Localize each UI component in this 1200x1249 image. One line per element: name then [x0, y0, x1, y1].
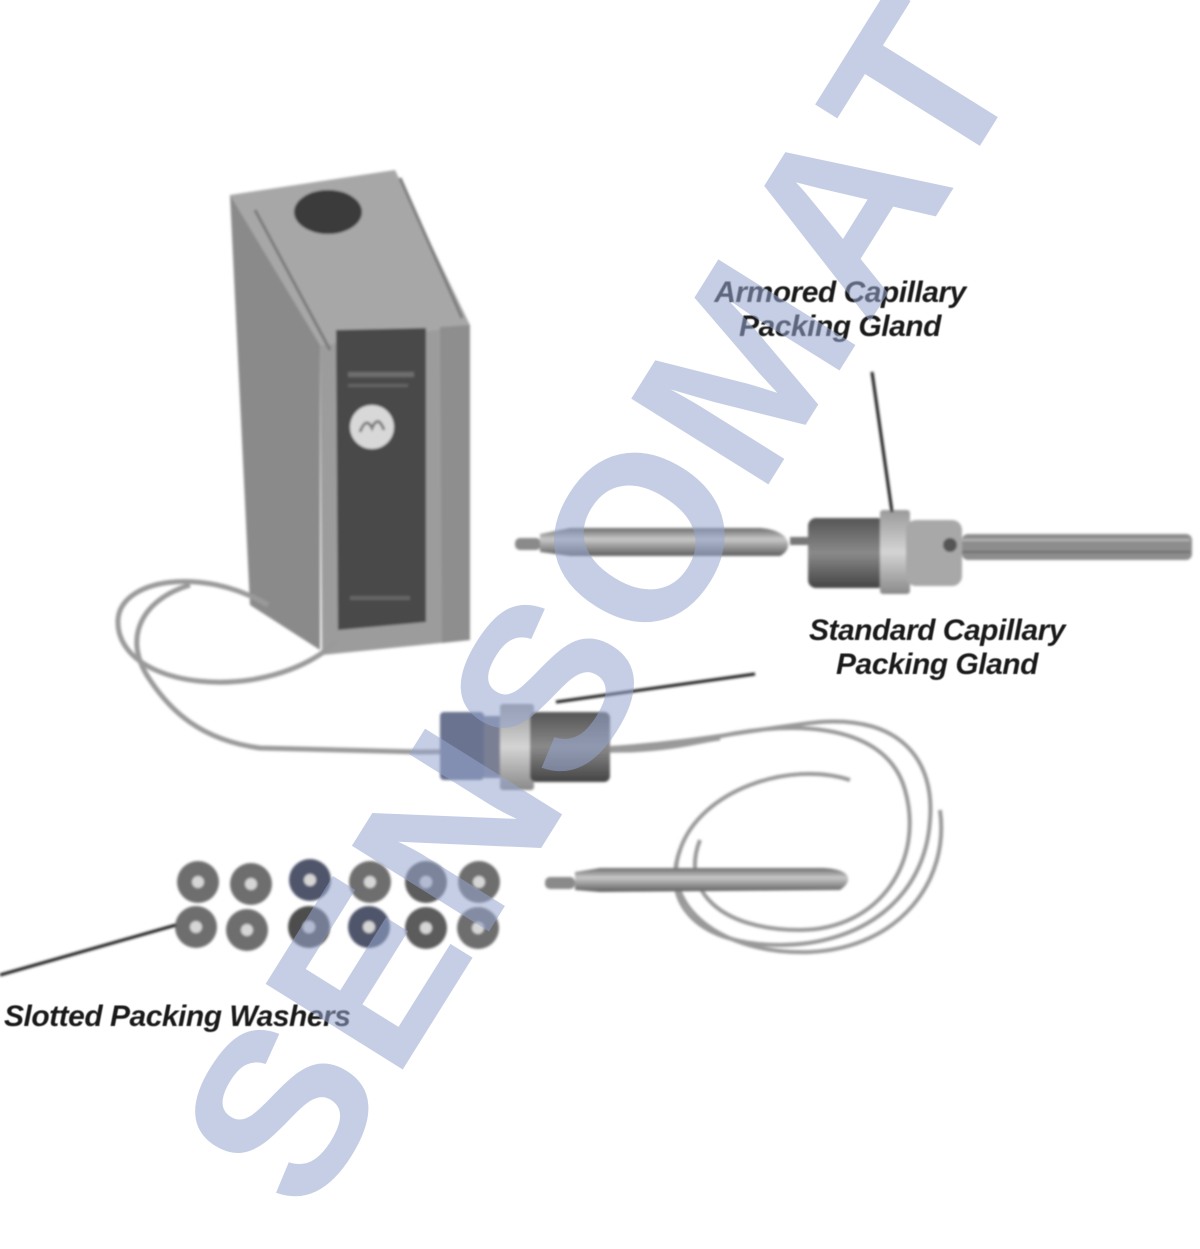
- callout-line-2: Packing Gland: [739, 310, 941, 343]
- adjustment-knob-hole: [294, 190, 362, 234]
- diagram-illustration: [0, 170, 1192, 977]
- callout-line-2: Packing Gland: [836, 648, 1038, 681]
- callout-standard-capillary-packing-gland: Standard Capillary Packing Gland: [752, 614, 1122, 682]
- callout-slotted-packing-washers: Slotted Packing Washers: [4, 1000, 351, 1034]
- coiled-capillary: [609, 719, 944, 955]
- label-panel: [336, 328, 426, 630]
- standard-packing-gland: [440, 672, 756, 790]
- callout-line-1: Armored Capillary: [714, 276, 966, 309]
- callout-armored-capillary-packing-gland: Armored Capillary Packing Gland: [660, 276, 1020, 344]
- callout-line-1: Slotted Packing Washers: [4, 1000, 351, 1033]
- callout-line-1: Standard Capillary: [808, 614, 1066, 647]
- controller-housing: [230, 170, 470, 655]
- lower-sensing-bulb: [545, 868, 849, 892]
- slotted-packing-washers: [0, 859, 500, 977]
- armored-packing-gland-assembly: [515, 371, 1192, 594]
